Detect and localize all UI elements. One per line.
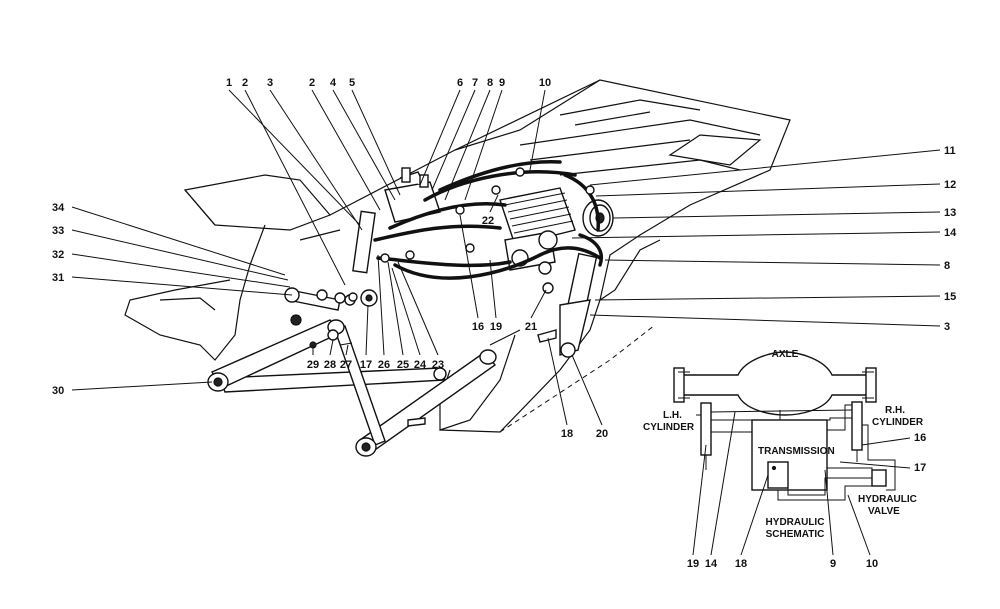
callout-33: 33 — [52, 225, 64, 237]
callout-4: 4 — [330, 77, 337, 89]
schematic-callout-16: 16 — [914, 432, 926, 444]
schematic-title-2: SCHEMATIC — [766, 529, 825, 540]
callout-3b: 3 — [944, 321, 950, 333]
callout-16: 16 — [472, 321, 484, 333]
callout-3: 3 — [267, 77, 273, 89]
hydraulic-valve-label-1: HYDRAULIC — [858, 494, 917, 505]
callout-6: 6 — [457, 77, 463, 89]
transmission-label: TRANSMISSION — [758, 446, 835, 457]
callout-22: 22 — [482, 215, 494, 227]
rh-cylinder-label-2: CYLINDER — [872, 417, 924, 428]
callout-28: 28 — [324, 359, 336, 371]
callout-10: 10 — [539, 77, 551, 89]
lh-cylinder-label-1: L.H. — [663, 410, 682, 421]
callout-2: 2 — [242, 77, 248, 89]
callout-31: 31 — [52, 272, 64, 284]
callout-13: 13 — [944, 207, 956, 219]
callout-25: 25 — [397, 359, 409, 371]
hydraulic-components — [352, 160, 614, 358]
callout-15: 15 — [944, 291, 956, 303]
callout-17: 17 — [360, 359, 372, 371]
hydraulic-schematic: AXLE L.H. CYLINDER R.H. CYLINDER TRANSMI… — [643, 349, 926, 570]
callout-32: 32 — [52, 249, 64, 261]
schematic-callout-10: 10 — [866, 558, 878, 570]
callout-5: 5 — [349, 77, 355, 89]
callout-21: 21 — [525, 321, 537, 333]
schematic-callout-19: 19 — [687, 558, 699, 570]
callout-23: 23 — [432, 359, 444, 371]
callout-29: 29 — [307, 359, 319, 371]
callout-30: 30 — [52, 385, 64, 397]
callout-7: 7 — [472, 77, 478, 89]
callout-19: 19 — [490, 321, 502, 333]
schematic-callout-17: 17 — [914, 462, 926, 474]
callout-8b: 8 — [944, 260, 950, 272]
callout-20: 20 — [596, 428, 608, 440]
schematic-title-1: HYDRAULIC — [766, 517, 825, 528]
callout-12: 12 — [944, 179, 956, 191]
leader-lines — [71, 89, 941, 426]
callout-24: 24 — [414, 359, 427, 371]
axle-label: AXLE — [772, 349, 799, 360]
hydraulic-valve-label-2: VALVE — [868, 506, 900, 517]
callout-14: 14 — [944, 227, 957, 239]
callout-8: 8 — [487, 77, 493, 89]
schematic-callout-9: 9 — [830, 558, 836, 570]
callout-26: 26 — [378, 359, 390, 371]
callout-labels: 1 2 3 2 4 5 6 7 8 9 10 11 12 13 14 8 15 … — [52, 77, 957, 440]
callout-11: 11 — [944, 145, 956, 157]
callout-27: 27 — [340, 359, 352, 371]
callout-2b: 2 — [309, 77, 315, 89]
callout-34: 34 — [52, 202, 65, 214]
callout-9: 9 — [499, 77, 505, 89]
callout-18: 18 — [561, 428, 573, 440]
rh-cylinder-label-1: R.H. — [885, 405, 905, 416]
callout-1: 1 — [226, 77, 232, 89]
schematic-callout-18: 18 — [735, 558, 747, 570]
schematic-callout-14: 14 — [705, 558, 718, 570]
lift-arm-assembly — [207, 287, 497, 457]
lh-cylinder-label-2: CYLINDER — [643, 422, 695, 433]
